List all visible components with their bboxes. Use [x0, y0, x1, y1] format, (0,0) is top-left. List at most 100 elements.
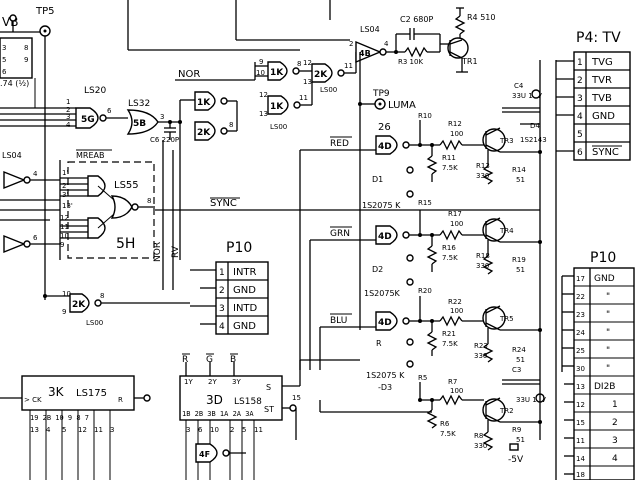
- svg-text:R19: R19: [512, 256, 526, 264]
- svg-text:10: 10: [256, 69, 265, 77]
- svg-text:15: 15: [576, 419, 585, 427]
- svg-text:100: 100: [450, 387, 463, 395]
- svg-text:GND: GND: [233, 321, 256, 332]
- inverter-left-top: 4: [3, 170, 60, 190]
- svg-text:GND: GND: [594, 274, 615, 284]
- svg-text:1K: 1K: [270, 102, 284, 112]
- svg-text:9: 9: [24, 56, 28, 64]
- r-bar-out-label: R: [376, 339, 382, 348]
- svg-text:C3: C3: [512, 366, 521, 374]
- svg-text:R24: R24: [512, 346, 526, 354]
- svg-text:TR2: TR2: [499, 407, 514, 415]
- svg-text:25: 25: [576, 347, 585, 355]
- svg-text:": ": [606, 292, 610, 302]
- d4-diode: D4 1S2143: [520, 122, 547, 144]
- svg-text:8: 8: [147, 197, 151, 205]
- mreab-label: MREAB: [76, 151, 104, 160]
- svg-text:4: 4: [577, 112, 583, 122]
- svg-text:C4: C4: [514, 82, 524, 90]
- p10-right-rows: [574, 285, 634, 467]
- junction-dots: [43, 50, 542, 424]
- gate-2k-a: 2K 12 13 11: [303, 52, 357, 86]
- svg-text:5: 5: [2, 56, 6, 64]
- svg-text:4B: 4B: [359, 49, 371, 58]
- gate-4d-green: 4D: [375, 225, 420, 245]
- svg-text:1B 2B 3B 1A 2A 3A: 1B 2B 3B 1A 2A 3A: [182, 410, 254, 418]
- svg-text:LS00: LS00: [320, 86, 337, 94]
- svg-text:12: 12: [60, 214, 69, 222]
- svg-text:13: 13: [303, 78, 312, 86]
- ls32-label: LS32: [128, 99, 150, 109]
- luma-label: LUMA: [388, 100, 416, 111]
- svg-text:1: 1: [577, 58, 583, 68]
- svg-text:4D: 4D: [378, 318, 392, 328]
- chip-26-label: 26: [378, 122, 391, 133]
- svg-text:INTR: INTR: [233, 267, 257, 278]
- svg-text:100: 100: [450, 220, 463, 228]
- svg-text:2: 2: [349, 40, 353, 48]
- svg-text:8: 8: [297, 60, 301, 68]
- svg-text:2: 2: [219, 286, 225, 296]
- inverter-left-bottom: 6: [3, 234, 60, 254]
- svg-text:9: 9: [62, 308, 66, 316]
- ls55-label: LS55: [114, 180, 139, 191]
- gate-2k-bottom: 2K 10 9 8 LS00: [45, 290, 190, 327]
- svg-text:LS00: LS00: [86, 319, 103, 327]
- c2-label: C2 680P: [400, 15, 433, 24]
- svg-text:11: 11: [299, 94, 308, 102]
- svg-text:R13: R13: [476, 162, 490, 170]
- d1-diode: D1 1S2075 K: [362, 166, 414, 210]
- svg-text:ST: ST: [264, 405, 274, 414]
- svg-text:8: 8: [100, 292, 104, 300]
- svg-text:12: 12: [576, 401, 585, 409]
- nor-label: NOR: [178, 69, 200, 80]
- sync-label: SYNC: [210, 198, 237, 209]
- svg-text:4: 4: [46, 426, 51, 434]
- gate-5b-label: 5B: [133, 119, 146, 129]
- ls04-label: LS04: [360, 25, 380, 34]
- svg-text:11: 11: [344, 62, 353, 70]
- gate-4d-blue: 4D: [375, 311, 420, 331]
- gate-5g-label: 5G: [81, 115, 95, 125]
- svg-text:R21: R21: [442, 330, 456, 338]
- svg-text:3Y: 3Y: [232, 378, 241, 386]
- neg5v-label: -5V: [508, 455, 524, 465]
- svg-text:R16: R16: [442, 244, 456, 252]
- vb-test-point: VB: [0, 14, 40, 33]
- svg-text:33U 16V: 33U 16V: [516, 396, 546, 404]
- svg-text:8: 8: [229, 121, 233, 129]
- svg-text:13: 13: [30, 426, 39, 434]
- c4-capacitor: C4 33U 16V: [502, 82, 542, 113]
- red-channel: R10 R12 100 R11 7.5K TR3 R13 330 R14 51: [418, 112, 540, 185]
- svg-text:S: S: [266, 383, 271, 392]
- gate-4b-inverter: 4B LS04 2 4: [349, 25, 396, 64]
- svg-text:> CK: > CK: [24, 396, 42, 404]
- svg-text:9: 9: [259, 58, 263, 66]
- svg-text:TVG: TVG: [591, 57, 613, 68]
- svg-text:7.5K: 7.5K: [442, 340, 458, 348]
- ls32-gate: 5B LS32 3: [126, 99, 195, 260]
- d2-value: 1S2075K: [364, 289, 401, 298]
- ls00-mid-label: LS00: [270, 123, 287, 131]
- red-label: RED: [330, 139, 349, 149]
- green-channel: R15 R17 100 R16 7.5K TR4 R18 330 R19 51: [418, 199, 540, 275]
- svg-text:R18: R18: [476, 252, 490, 260]
- svg-text:12: 12: [259, 91, 268, 99]
- p4-tv-connector: P4: TV 1 2 3 4 5 6 TVG TVR TVB GND SYNC: [556, 30, 631, 161]
- svg-text:GND: GND: [233, 285, 256, 296]
- svg-text:R23: R23: [474, 342, 488, 350]
- svg-text:3: 3: [66, 113, 70, 121]
- ls158-3d-chip: R G B 1Y 2Y 3Y S 3D LS158 ST 1B 2B 3B 1A…: [179, 353, 301, 480]
- svg-text:100: 100: [450, 307, 463, 315]
- tp9-label: TP9: [372, 89, 390, 99]
- svg-text:R12: R12: [448, 120, 462, 128]
- svg-text:1K: 1K: [197, 98, 211, 108]
- c2-capacitor: C2 680P: [395, 15, 440, 52]
- svg-text:TR5: TR5: [499, 315, 514, 323]
- svg-text:330: 330: [476, 172, 489, 180]
- gate-1k-c: 1K 12 13 11 LS00: [259, 82, 313, 131]
- svg-text:DI2B: DI2B: [594, 382, 616, 392]
- chip-5h-block: MREAB LS55 5H 1' 2' 3' 13' 12 11 10 9 8: [60, 149, 155, 259]
- tr1-label: TR1: [461, 57, 478, 66]
- svg-text:2Y: 2Y: [208, 378, 217, 386]
